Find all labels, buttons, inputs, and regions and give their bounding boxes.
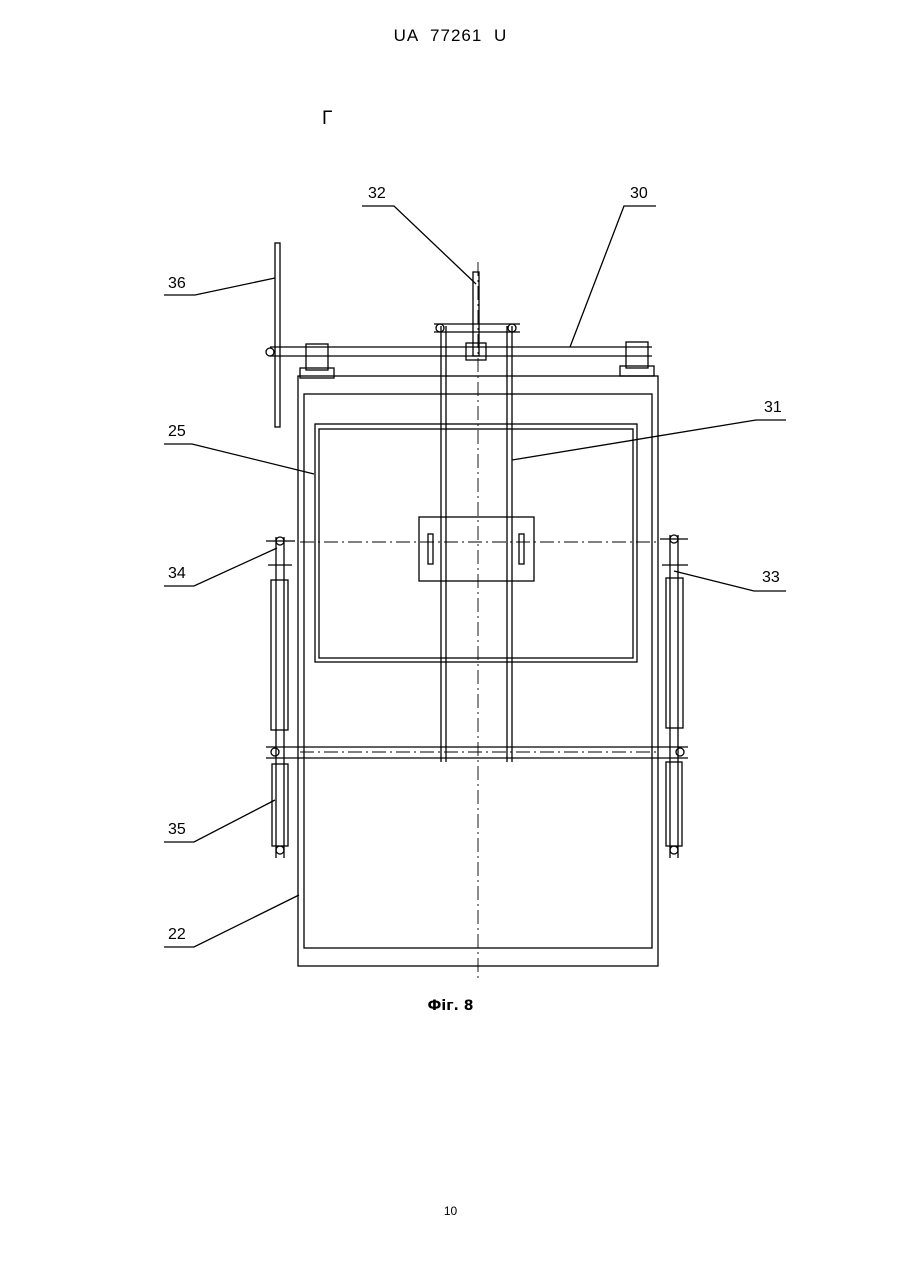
label-36: 36: [168, 275, 186, 292]
door-frame-outer: [315, 424, 637, 662]
center-plate: [419, 517, 534, 581]
label-34: 34: [168, 565, 186, 582]
label-30: 30: [630, 185, 648, 202]
door-frame-inner: [319, 429, 633, 658]
label-31: 31: [764, 399, 782, 416]
label-22: 22: [168, 926, 186, 943]
figure-caption: Фіг. 8: [0, 998, 901, 1014]
label-25: 25: [168, 423, 186, 440]
label-35: 35: [168, 821, 186, 838]
label-33: 33: [762, 569, 780, 586]
page-number: 10: [0, 1204, 901, 1218]
label-32: 32: [368, 185, 386, 202]
